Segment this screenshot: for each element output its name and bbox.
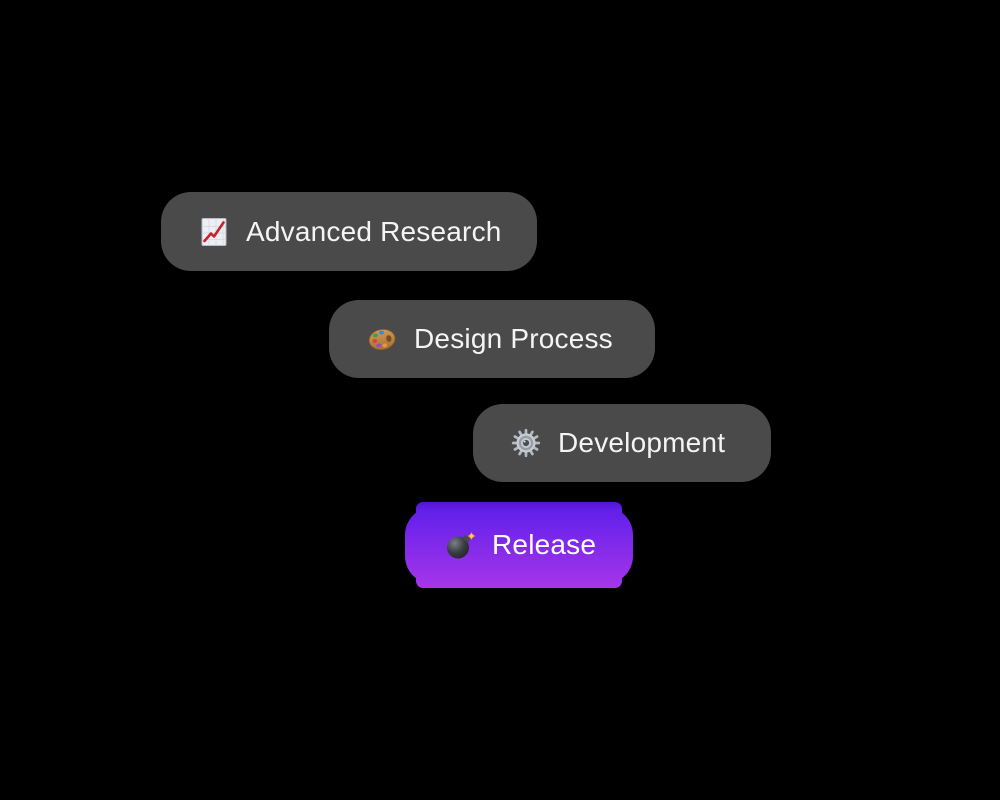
step-label: Design Process xyxy=(414,323,613,354)
gear-icon xyxy=(511,428,541,458)
step-label: Release xyxy=(492,529,597,560)
chart-increasing-icon xyxy=(199,217,229,247)
step-development[interactable]: Development xyxy=(473,404,771,482)
step-label: Advanced Research xyxy=(246,215,502,247)
step-design-process[interactable]: Design Process xyxy=(329,300,655,378)
artist-palette-icon xyxy=(367,324,397,354)
bomb-icon xyxy=(445,530,475,560)
release-shape xyxy=(405,502,633,588)
step-release[interactable]: Release xyxy=(405,500,633,590)
step-advanced-research[interactable]: Advanced Research xyxy=(161,192,537,271)
step-label: Development xyxy=(558,427,726,458)
